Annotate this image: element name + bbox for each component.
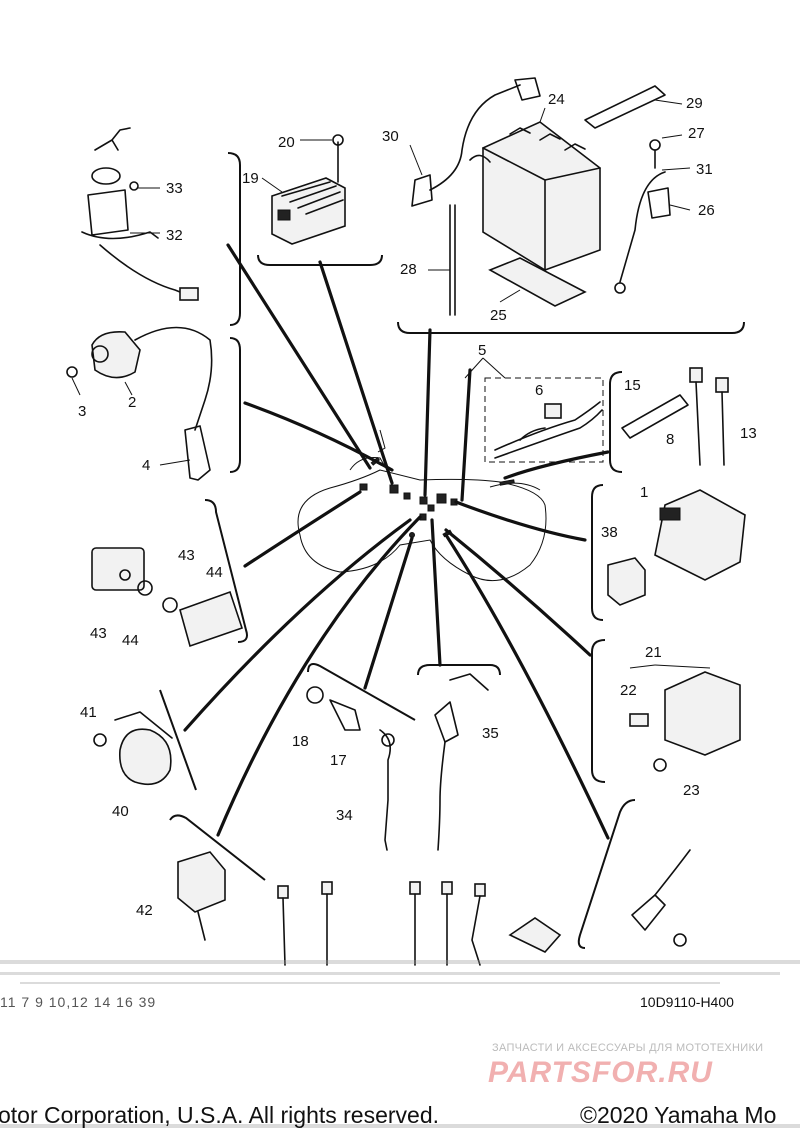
callout-24: 24 [548,91,565,108]
scan-noise [0,960,800,1128]
cdi-unit [607,489,746,606]
leader-lines [183,243,610,840]
callout-20: 20 [278,134,295,151]
group-brackets [159,152,745,949]
callout-18: 18 [292,733,309,750]
callout-5: 5 [478,342,486,359]
callout-1: 1 [640,484,648,501]
callout-15: 15 [624,377,641,394]
callout-3: 3 [78,403,86,420]
callout-34: 34 [336,807,353,824]
copyright-left: otor Corporation, U.S.A. All rights rese… [0,1102,440,1128]
tube-and-ties [621,367,729,466]
ignition-coil [66,326,213,481]
callout-8: 8 [666,431,674,448]
callout-31: 31 [696,161,713,178]
bottom-callout-row: 11 7 9 10,12 14 16 39 [0,994,157,1010]
callout-44a: 44 [122,632,139,649]
connector-markers [359,456,515,538]
callout-35: 35 [482,725,499,742]
rectifier-regulator [261,134,346,245]
watermark-subtitle: ЗАПЧАСТИ И АКСЕССУАРЫ ДЛЯ МОТОТЕХНИКИ [492,1042,764,1054]
callout-4: 4 [142,457,150,474]
horn [93,711,173,786]
switch-and-sensor [306,686,395,851]
callout-13: 13 [740,425,757,442]
callout-38: 38 [601,524,618,541]
callout-21: 21 [645,644,662,661]
diagram-code: 10D9110-H400 [640,994,734,1010]
callout-27: 27 [688,125,705,142]
callout-19: 19 [242,170,259,187]
callout-23: 23 [683,782,700,799]
callout-22: 22 [620,682,637,699]
callout-29: 29 [686,95,703,112]
callout-42: 42 [136,902,153,919]
callout-6: 6 [535,382,543,399]
callout-30: 30 [382,128,399,145]
callout-2: 2 [128,394,136,411]
callout-32: 32 [166,227,183,244]
callout-40: 40 [112,803,129,820]
starter-relay [629,664,741,772]
bottom-fasteners [277,849,691,966]
callout-43a: 43 [90,625,107,642]
callout-labels: 1 2 3 4 5 6 8 13 15 17 18 19 20 21 22 23… [78,91,757,919]
battery-group [409,77,691,316]
main-switch [81,127,199,301]
neutral-switch [434,673,489,851]
callout-17: 17 [330,752,347,769]
callout-26: 26 [698,202,715,219]
callout-41: 41 [80,704,97,721]
callout-28: 28 [400,261,417,278]
watermark-logo: PARTSFOR.RU [488,1056,713,1089]
relay-42 [177,851,226,941]
copyright-right: ©2020 Yamaha Mo [580,1102,777,1128]
callout-25: 25 [490,307,507,324]
reflectors [91,547,244,648]
callout-44b: 43 [178,547,195,564]
wire-harness [464,357,604,463]
callout-43b: 44 [206,564,223,581]
callout-33: 33 [166,180,183,197]
